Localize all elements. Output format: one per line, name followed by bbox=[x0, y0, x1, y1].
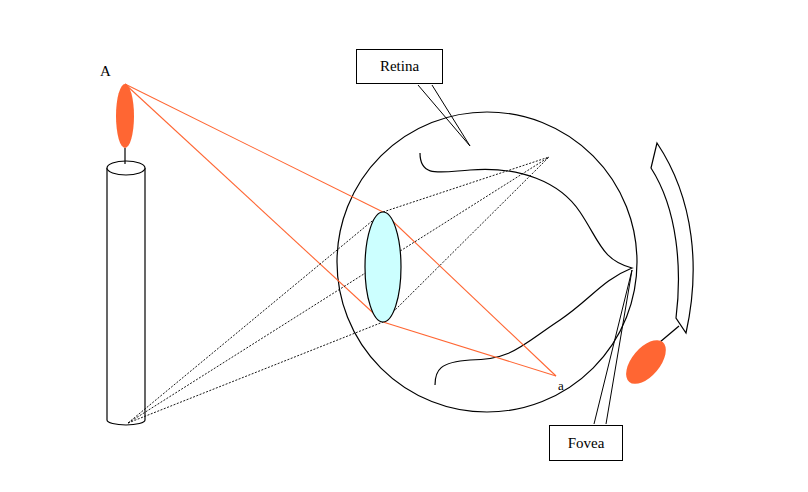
point-label: a bbox=[558, 378, 564, 394]
callout-box: Fovea bbox=[549, 425, 623, 461]
callout-text: Fovea bbox=[568, 435, 605, 452]
inverted-flame bbox=[619, 333, 674, 391]
wick bbox=[124, 148, 125, 164]
eyeball bbox=[337, 112, 637, 412]
candle-flame bbox=[116, 84, 134, 148]
candle-top bbox=[107, 161, 145, 175]
inverted-image-band bbox=[651, 143, 693, 333]
lens bbox=[365, 212, 401, 322]
callout-box: Retina bbox=[356, 49, 443, 84]
callout-text: Retina bbox=[380, 58, 419, 75]
point-label: A bbox=[100, 63, 111, 80]
base-rays bbox=[128, 157, 549, 423]
flame-rays bbox=[125, 84, 556, 376]
retina-line bbox=[420, 153, 632, 385]
leader-lines bbox=[418, 85, 632, 424]
inverted-wick bbox=[660, 326, 679, 342]
